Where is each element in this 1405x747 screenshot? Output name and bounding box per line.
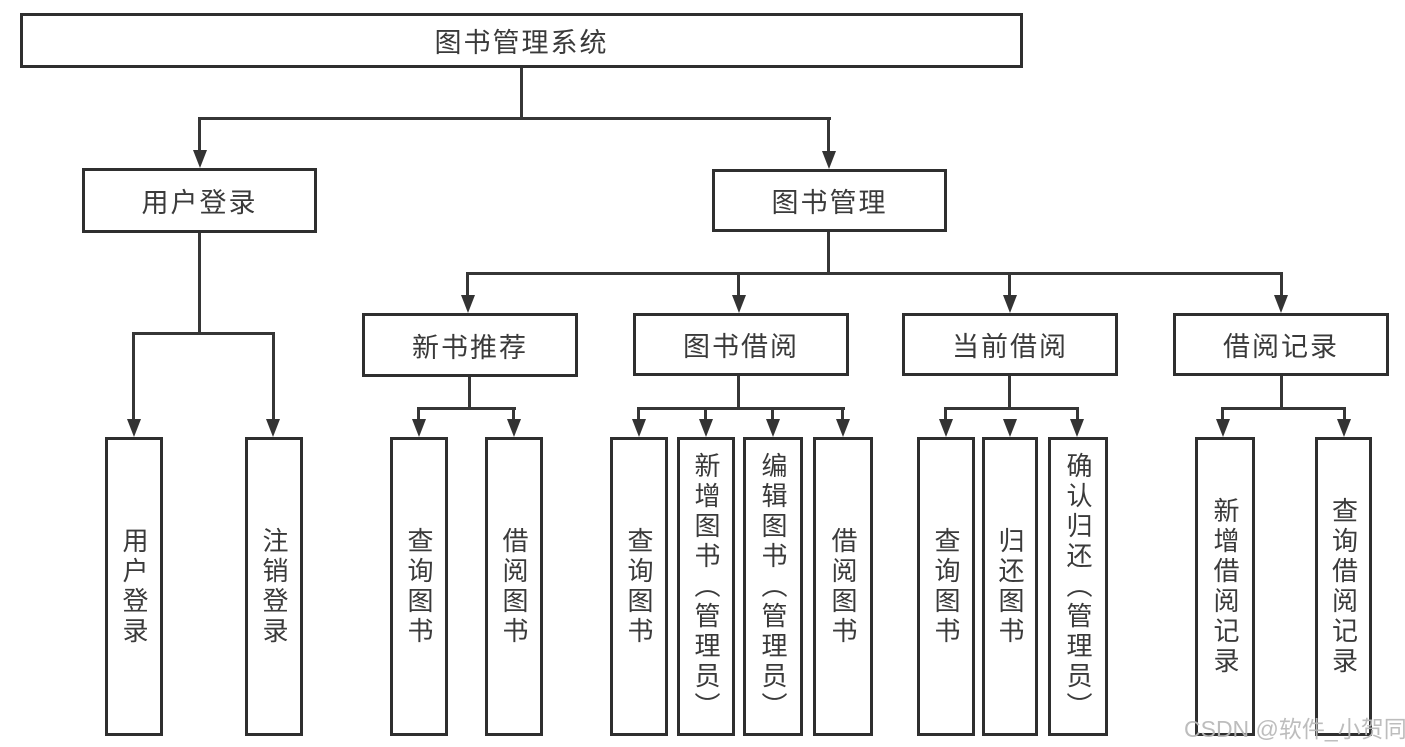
leaf-return-books: 归还图书 — [982, 437, 1038, 736]
leaf-query-books-recommend: 查询图书 — [390, 437, 448, 736]
node-book-borrowing: 图书借阅 — [633, 313, 849, 376]
node-label: 借阅记录 — [1223, 332, 1339, 362]
leaf-user-login: 用户登录 — [105, 437, 163, 736]
connector-line — [1076, 407, 1079, 421]
arrow-down-icon — [1003, 419, 1017, 437]
leaf-query-books-borrowing: 查询图书 — [610, 437, 668, 736]
arrow-down-icon — [412, 419, 426, 437]
connector-line — [1343, 407, 1346, 421]
connector-line — [771, 407, 774, 421]
connector-line — [637, 407, 640, 421]
connector-line — [637, 407, 845, 410]
node-label: 用户登录 — [141, 188, 258, 218]
arrow-down-icon — [127, 419, 141, 437]
node-label: 当前借阅 — [952, 332, 1068, 362]
node-label: 用户登录 — [119, 526, 149, 647]
leaf-add-books-admin: 新增图书（管理员） — [677, 437, 735, 736]
leaf-add-borrow-record: 新增借阅记录 — [1195, 437, 1255, 736]
arrow-down-icon — [1274, 295, 1288, 313]
connector-line — [737, 272, 740, 296]
connector-line — [417, 407, 516, 410]
connector-line — [1008, 272, 1011, 296]
arrow-down-icon — [822, 151, 836, 169]
connector-line — [944, 407, 947, 421]
connector-line — [417, 407, 420, 421]
arrow-down-icon — [193, 150, 207, 168]
leaf-query-borrow-record: 查询借阅记录 — [1315, 437, 1372, 736]
node-label: 图书管理系统 — [434, 28, 609, 58]
node-new-book-recommend: 新书推荐 — [362, 313, 578, 377]
leaf-logout: 注销登录 — [245, 437, 303, 736]
connector-line — [1221, 407, 1224, 421]
node-label: 借阅图书 — [828, 526, 858, 647]
connector-line — [198, 233, 201, 334]
connector-line — [198, 117, 201, 151]
node-label: 注销登录 — [259, 526, 289, 647]
arrow-down-icon — [939, 419, 953, 437]
leaf-confirm-return-admin: 确认归还（管理员） — [1048, 437, 1108, 736]
arrow-down-icon — [507, 419, 521, 437]
connector-line — [737, 376, 740, 409]
leaf-borrow-books-recommend: 借阅图书 — [485, 437, 543, 736]
node-borrowing-records: 借阅记录 — [1173, 313, 1389, 376]
connector-line — [466, 272, 1283, 275]
connector-line — [1280, 272, 1283, 296]
connector-line — [841, 407, 844, 421]
arrow-down-icon — [632, 419, 646, 437]
connector-line — [827, 117, 830, 151]
arrow-down-icon — [766, 419, 780, 437]
connector-line — [1221, 407, 1346, 410]
arrow-down-icon — [699, 419, 713, 437]
connector-line — [1280, 376, 1283, 409]
arrow-down-icon — [1216, 419, 1230, 437]
leaf-edit-books-admin: 编辑图书（管理员） — [743, 437, 803, 736]
leaf-query-books-current: 查询图书 — [917, 437, 975, 736]
node-label: 借阅图书 — [499, 526, 529, 647]
arrow-down-icon — [1070, 419, 1084, 437]
watermark-text: CSDN @软件_小贺同学 — [1184, 716, 1405, 742]
node-label: 查询图书 — [624, 526, 654, 647]
node-book-management: 图书管理 — [712, 169, 947, 232]
node-label: 图书管理 — [771, 188, 888, 218]
node-user-login: 用户登录 — [82, 168, 317, 233]
node-label: 查询图书 — [404, 526, 434, 647]
connector-line — [704, 407, 707, 421]
node-label: 编辑图书（管理员） — [758, 451, 788, 722]
arrow-down-icon — [1337, 419, 1351, 437]
connector-line — [944, 407, 1079, 410]
connector-line — [827, 232, 830, 274]
node-label: 确认归还（管理员） — [1063, 451, 1093, 722]
connector-line — [198, 117, 831, 120]
connector-line — [520, 68, 523, 119]
connector-line — [272, 332, 275, 420]
node-label: 查询图书 — [931, 526, 961, 647]
connector-line — [512, 407, 515, 421]
arrow-down-icon — [732, 295, 746, 313]
connector-line — [468, 377, 471, 409]
connector-line — [132, 332, 275, 335]
connector-line — [1008, 376, 1011, 409]
connector-line — [132, 332, 135, 420]
arrow-down-icon — [461, 295, 475, 313]
node-label: 归还图书 — [995, 526, 1025, 647]
node-current-borrowing: 当前借阅 — [902, 313, 1118, 376]
node-label: 新增图书（管理员） — [691, 451, 721, 722]
arrow-down-icon — [1003, 295, 1017, 313]
node-label: 新增借阅记录 — [1210, 496, 1240, 677]
leaf-borrow-books-borrowing: 借阅图书 — [813, 437, 873, 736]
node-label: 新书推荐 — [412, 332, 528, 363]
connector-line — [466, 272, 469, 296]
node-library-system: 图书管理系统 — [20, 13, 1023, 68]
arrow-down-icon — [266, 419, 280, 437]
arrow-down-icon — [836, 419, 850, 437]
node-label: 图书借阅 — [683, 332, 799, 362]
node-label: 查询借阅记录 — [1328, 496, 1359, 677]
